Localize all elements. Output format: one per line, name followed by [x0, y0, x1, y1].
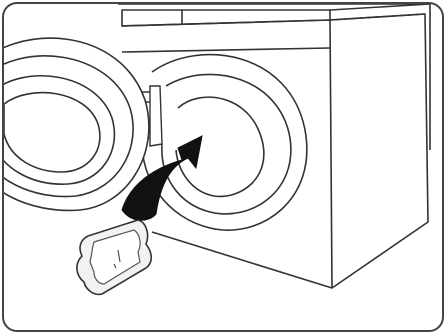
drum-outer-ring [142, 55, 307, 231]
open-door [0, 38, 149, 210]
machine-side-panel [330, 14, 428, 288]
machine-cabinet [118, 4, 430, 288]
drum-opening [142, 55, 307, 231]
machine-front-panel [122, 20, 332, 288]
detergent-pod [77, 220, 151, 294]
drum-inner-ring [162, 74, 291, 213]
panel-seam [122, 48, 330, 52]
hinge-bracket [150, 86, 162, 146]
scene [0, 4, 430, 294]
